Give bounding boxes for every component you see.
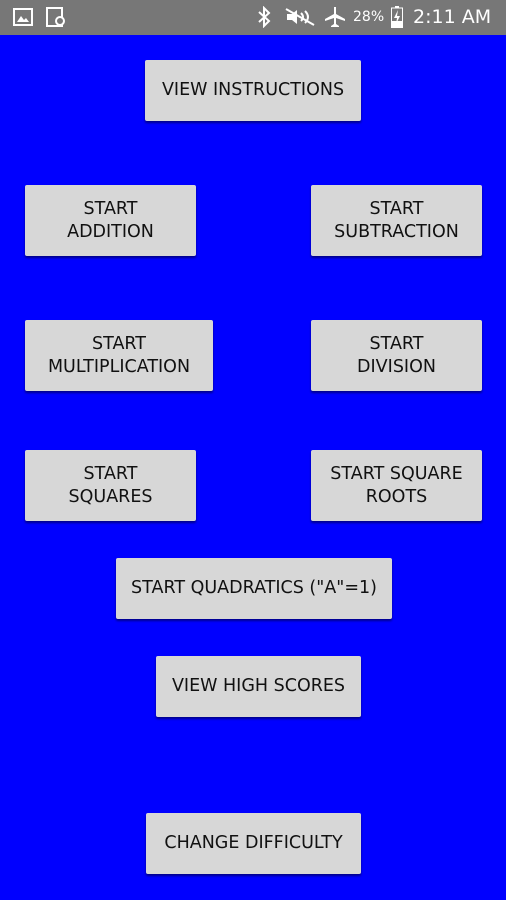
start-quadratics-button[interactable]: START QUADRATICS ("A"=1): [116, 558, 392, 619]
airplane-mode-icon: [323, 6, 347, 28]
change-difficulty-button[interactable]: CHANGE DIFFICULTY: [146, 813, 361, 874]
main-screen: VIEW INSTRUCTIONS START ADDITION START S…: [0, 35, 506, 900]
start-squares-button[interactable]: START SQUARES: [25, 450, 196, 521]
view-instructions-button[interactable]: VIEW INSTRUCTIONS: [145, 60, 361, 121]
start-multiplication-button[interactable]: START MULTIPLICATION: [25, 320, 213, 391]
clock: 2:11 AM: [413, 6, 492, 28]
start-subtraction-button[interactable]: START SUBTRACTION: [311, 185, 482, 256]
gallery-icon: [12, 6, 34, 28]
start-square-roots-button[interactable]: START SQUARE ROOTS: [311, 450, 482, 521]
view-high-scores-button[interactable]: VIEW HIGH SCORES: [156, 656, 361, 717]
battery-charging-icon: [389, 6, 405, 28]
start-division-button[interactable]: START DIVISION: [311, 320, 482, 391]
bluetooth-icon: [255, 6, 273, 28]
status-bar: 28% 2:11 AM: [0, 0, 506, 35]
battery-percent: 28%: [353, 9, 385, 25]
screenshot-icon: [45, 6, 67, 28]
start-addition-button[interactable]: START ADDITION: [25, 185, 196, 256]
mute-icon: [283, 6, 317, 28]
